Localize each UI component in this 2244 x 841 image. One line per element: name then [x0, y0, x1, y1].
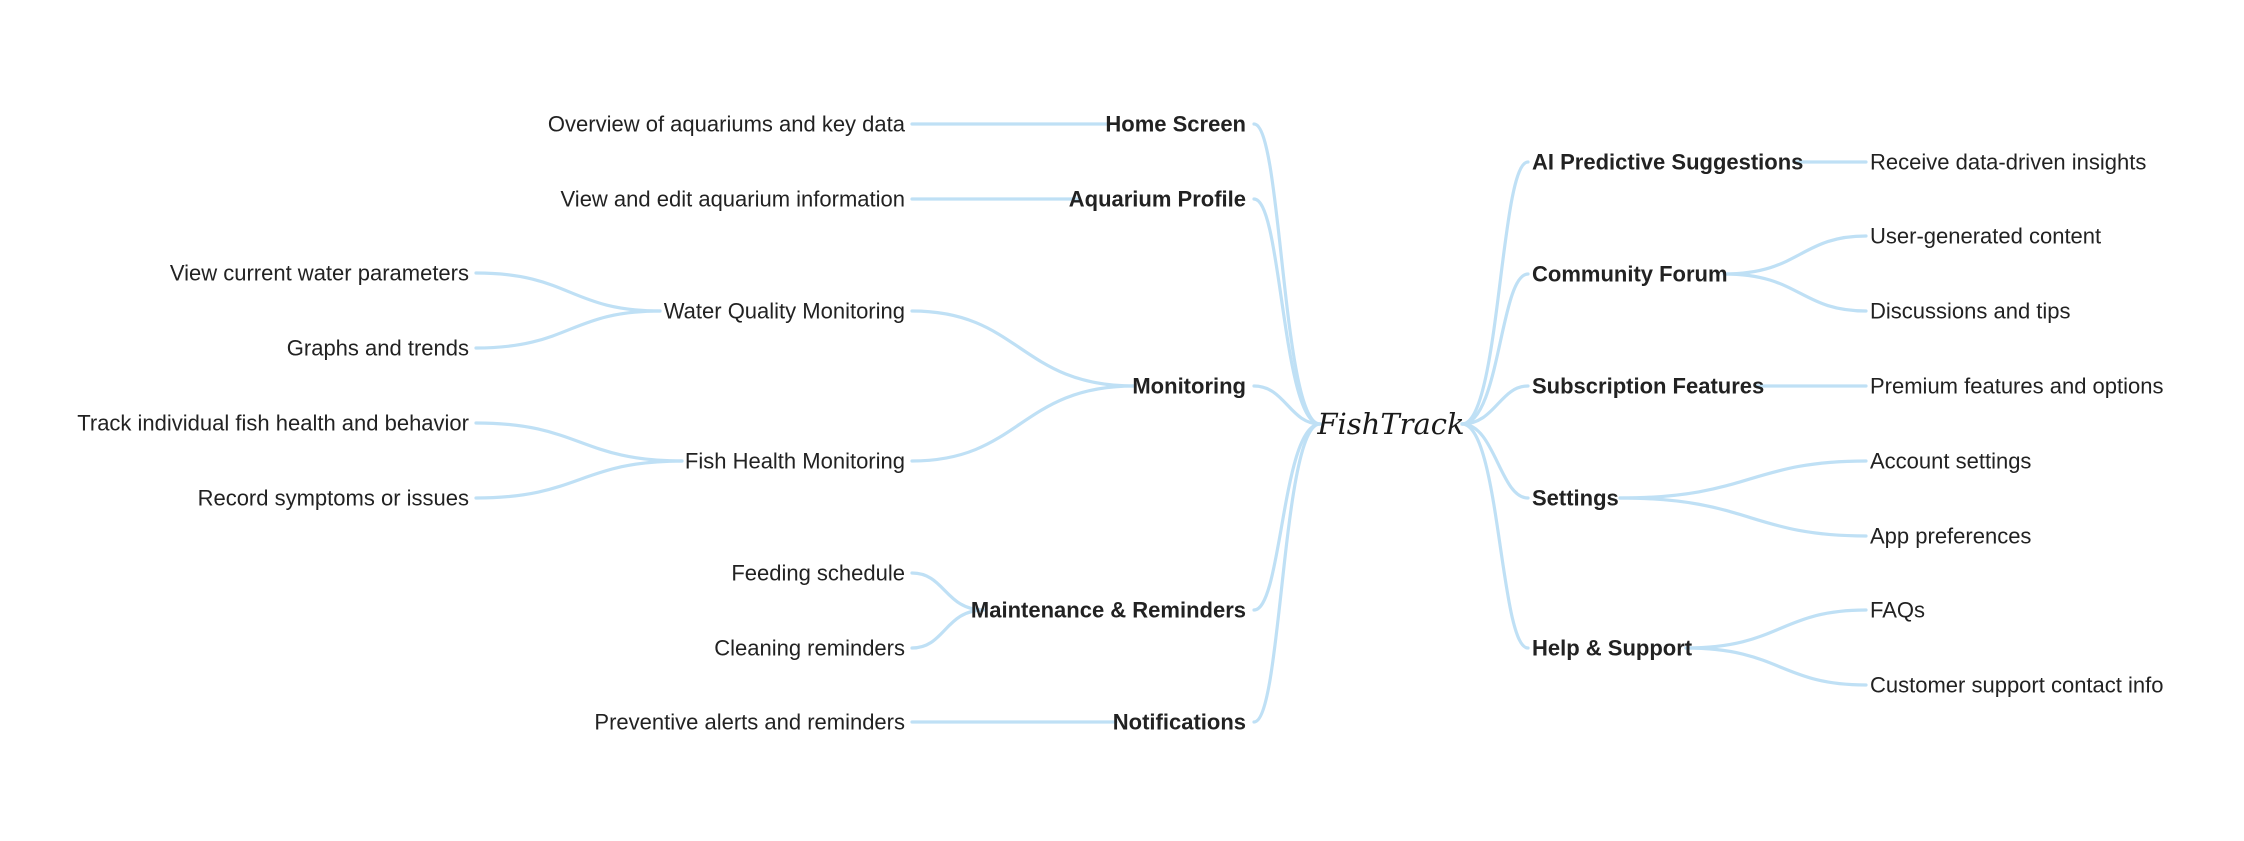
edge-fish-record — [474, 459, 684, 500]
edge-help-customer — [1684, 646, 1868, 687]
node-app-preferences: App preferences — [1870, 524, 2031, 549]
node-subscription-features: Subscription Features — [1532, 374, 1764, 399]
root-node: FishTrack — [1316, 407, 1464, 441]
node-preventive-alerts: Preventive alerts and reminders — [594, 710, 905, 735]
node-notifications: Notifications — [1113, 710, 1246, 735]
node-aquarium-profile: Aquarium Profile — [1069, 187, 1246, 212]
edge-water-graphs — [474, 309, 662, 350]
node-graphs-trends: Graphs and trends — [287, 336, 469, 361]
node-home-screen: Home Screen — [1105, 112, 1246, 137]
node-overview: Overview of aquariums and key data — [548, 112, 906, 137]
edges — [474, 122, 1868, 724]
nodes: FishTrack Home Screen Aquarium Profile M… — [77, 112, 2163, 735]
node-maintenance-reminders: Maintenance & Reminders — [971, 598, 1246, 623]
edge-monitoring-water — [910, 309, 1136, 388]
edge-help-faqs — [1684, 608, 1868, 650]
node-feeding-schedule: Feeding schedule — [731, 561, 905, 586]
node-fish-health: Fish Health Monitoring — [685, 449, 905, 474]
node-view-edit-aquarium: View and edit aquarium information — [561, 187, 905, 212]
edge-fish-track — [474, 421, 684, 463]
node-ai-suggestions: AI Predictive Suggestions — [1532, 150, 1803, 175]
node-faqs: FAQs — [1870, 598, 1925, 623]
node-community-forum: Community Forum — [1532, 262, 1728, 287]
edge-forum-user-content — [1722, 234, 1868, 276]
node-monitoring: Monitoring — [1132, 374, 1246, 399]
edge-root-notifications — [1252, 422, 1322, 724]
edge-settings-app — [1618, 496, 1868, 538]
edge-monitoring-fish — [910, 384, 1136, 463]
edge-root-monitoring — [1252, 384, 1322, 426]
node-record-symptoms: Record symptoms or issues — [198, 486, 469, 511]
edge-root-home-screen — [1252, 122, 1322, 426]
edge-maintenance-cleaning — [910, 608, 986, 650]
edge-settings-account — [1618, 459, 1868, 500]
edge-root-aquarium-profile — [1252, 197, 1322, 426]
node-view-water-params: View current water parameters — [170, 261, 469, 286]
node-receive-insights: Receive data-driven insights — [1870, 150, 2146, 175]
edge-root-community-forum — [1460, 272, 1530, 426]
edge-root-subscription — [1460, 384, 1530, 426]
node-help-support: Help & Support — [1532, 636, 1693, 661]
node-settings: Settings — [1532, 486, 1619, 511]
edge-root-ai-suggestions — [1460, 160, 1530, 426]
edge-forum-discussions — [1722, 272, 1868, 313]
node-user-content: User-generated content — [1870, 224, 2101, 249]
node-premium-features: Premium features and options — [1870, 374, 2164, 399]
edge-maintenance-feeding — [910, 571, 986, 612]
node-water-quality: Water Quality Monitoring — [664, 299, 905, 324]
node-cleaning-reminders: Cleaning reminders — [714, 636, 905, 661]
node-track-fish: Track individual fish health and behavio… — [77, 411, 469, 436]
node-discussions-tips: Discussions and tips — [1870, 299, 2071, 324]
edge-root-maintenance — [1252, 422, 1322, 612]
edge-root-help-support — [1460, 422, 1530, 650]
edge-root-settings — [1460, 422, 1530, 500]
node-customer-support: Customer support contact info — [1870, 673, 2163, 698]
node-account-settings: Account settings — [1870, 449, 2031, 474]
edge-water-view-params — [474, 271, 662, 313]
